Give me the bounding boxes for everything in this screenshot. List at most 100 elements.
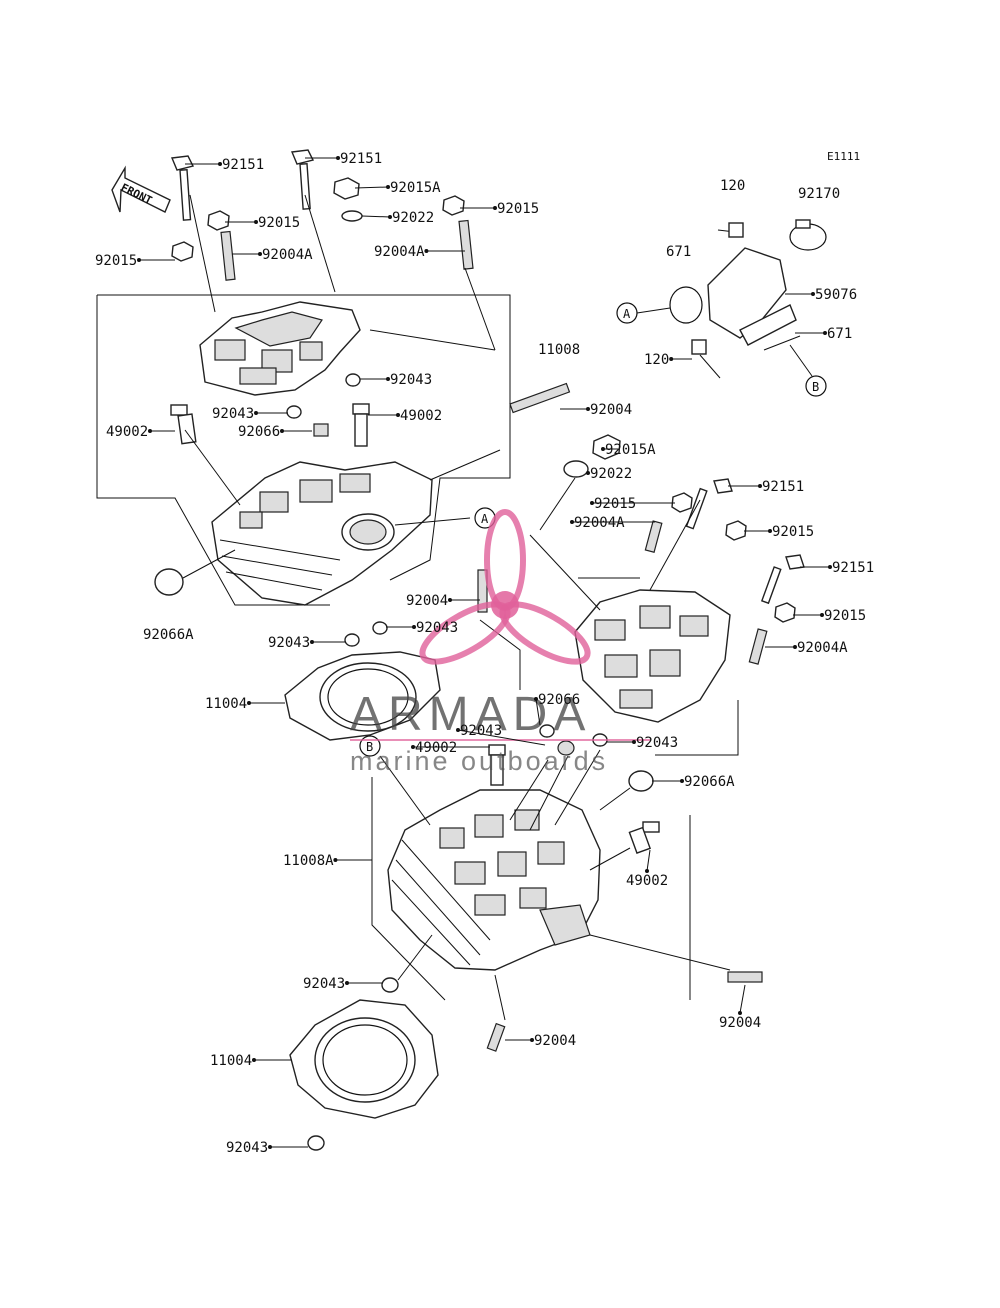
stud-part (644, 520, 663, 554)
leader-dot (456, 728, 460, 732)
dowel-pin-part (307, 1135, 325, 1151)
part-number-label: 92004A (797, 640, 848, 656)
dowel-pin-part (344, 633, 360, 647)
nut-part (592, 434, 621, 460)
part-number-label: 92151 (222, 157, 264, 173)
leader-dot (386, 185, 390, 189)
leader-dot (396, 413, 400, 417)
part-number-label: 92043 (460, 723, 502, 739)
part-number-label: 92015A (390, 180, 441, 196)
front-cylinder-head (387, 789, 601, 971)
part-number-label: 92043 (226, 1140, 268, 1156)
part-number-label: 49002 (626, 873, 668, 889)
part-number-label: 92151 (340, 151, 382, 167)
part-number-label: 671 (827, 326, 852, 342)
part-number-label: 92022 (392, 210, 434, 226)
stud-part (458, 219, 474, 270)
leader-dot (247, 701, 251, 705)
part-number-label: 92066A (143, 627, 194, 643)
part-number-label: 120 (720, 178, 745, 194)
part-number-label: 92015 (772, 524, 814, 540)
clamp-part (789, 219, 827, 251)
leader-dot (254, 220, 258, 224)
leader-dot (793, 645, 797, 649)
leader-dot (586, 471, 590, 475)
leader-dot (388, 215, 392, 219)
armada-watermark: ARMADA marine outboards (350, 509, 650, 776)
o-ring-part (669, 286, 703, 324)
leader-dot (254, 411, 258, 415)
part-number-label: 92004A (374, 244, 425, 260)
diagram-code: E1111 (827, 150, 860, 163)
leader-dot (820, 613, 824, 617)
part-number-label: 49002 (415, 740, 457, 756)
leader-line (457, 729, 546, 746)
part-number-label: 92066 (538, 692, 580, 708)
part-number-label: 92043 (390, 372, 432, 388)
leader-dot (280, 429, 284, 433)
part-number-label: 92004A (262, 247, 313, 263)
part-number-label: 92015 (497, 201, 539, 217)
svg-text:A: A (481, 512, 489, 526)
svg-text:B: B (366, 740, 373, 754)
leader-dot (669, 357, 674, 361)
stud-part (220, 230, 236, 281)
part-number-label: 92015 (258, 215, 300, 231)
part-number-label: 92043 (303, 976, 345, 992)
part-number-label: 11008 (538, 342, 580, 358)
leader-dot (570, 520, 574, 524)
stud-part (727, 971, 763, 983)
cylinder-head-cover-upper (199, 301, 361, 396)
leader-dot (632, 740, 636, 744)
part-number-label: 92022 (590, 466, 632, 482)
plug-part (313, 423, 329, 437)
plug-part (154, 568, 184, 596)
nut-part (725, 520, 747, 541)
dowel-pin-part (345, 373, 361, 387)
water-fitting (707, 247, 797, 346)
watermark-tagline: marine outboards (350, 746, 608, 776)
part-number-label: 92015 (824, 608, 866, 624)
part-number-label: 120 (644, 352, 669, 368)
valve-guide-part (628, 821, 660, 854)
leader-dot (590, 501, 594, 505)
leader-dot (345, 981, 349, 985)
part-number-label: 92151 (762, 479, 804, 495)
front-direction-arrow: FRONT (111, 165, 171, 213)
nut-part (333, 177, 360, 200)
part-number-label: 92004 (590, 402, 632, 418)
leader-dot (586, 407, 590, 411)
washer-part (563, 460, 589, 478)
nut-part (774, 602, 796, 623)
leader-dot (530, 1038, 534, 1042)
leader-dot (768, 529, 772, 533)
leader-line (354, 186, 389, 189)
leader-dot (268, 1145, 272, 1149)
part-number-label: 92043 (212, 406, 254, 422)
part-number-label: 92170 (798, 186, 840, 202)
leader-dot (310, 640, 314, 644)
leader-dot (148, 429, 152, 433)
head-gasket-upper (284, 651, 441, 741)
leader-dot (258, 252, 262, 256)
leader-dot (386, 377, 390, 381)
valve-guide-part (352, 403, 370, 447)
leader-dot (645, 869, 649, 873)
bolt-part (728, 222, 744, 238)
svg-text:B: B (812, 380, 819, 394)
callout-b-ref (805, 375, 827, 397)
stud-part (509, 382, 571, 414)
bolt-part (691, 339, 707, 355)
leader-dot (252, 1058, 256, 1062)
stud-part (477, 569, 488, 613)
part-number-label: 92015A (605, 442, 656, 458)
leader-dot (758, 484, 762, 488)
stud-part (486, 1022, 506, 1052)
part-number-label: 92015 (95, 253, 137, 269)
svg-text:A: A (623, 307, 631, 321)
washer-part (341, 210, 363, 222)
leader-dot (424, 249, 429, 253)
leader-dot (493, 206, 497, 210)
rear-cylinder-head (211, 461, 433, 606)
